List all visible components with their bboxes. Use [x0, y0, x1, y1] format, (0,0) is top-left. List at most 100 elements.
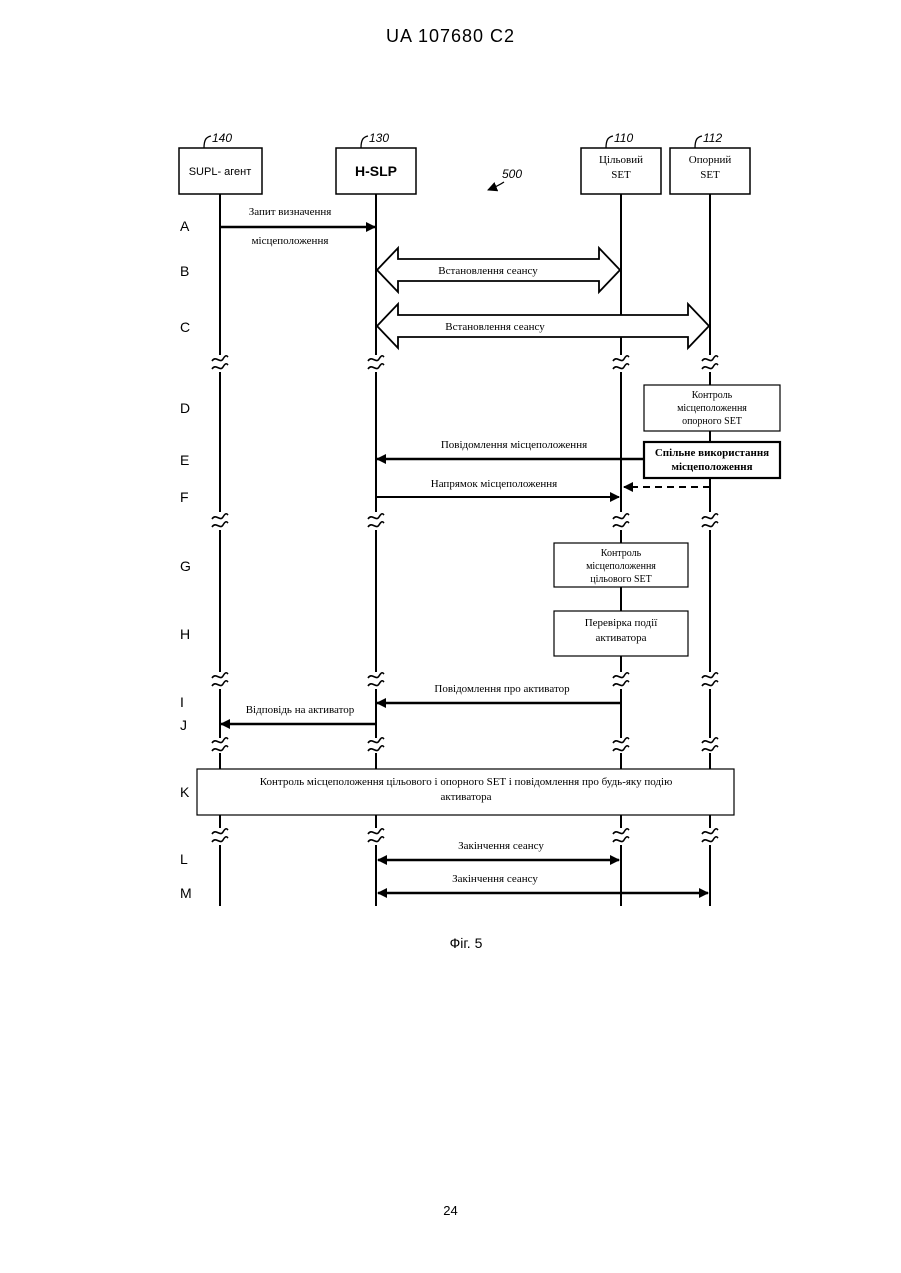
break-mark [368, 681, 384, 686]
break-mark [368, 364, 384, 369]
break-mark [212, 514, 228, 519]
message-b: Встановлення сеансу [377, 248, 620, 292]
break-mark [702, 514, 718, 519]
message-a-label-2: місцеположення [252, 235, 329, 247]
break-mark [212, 673, 228, 678]
break-mark [368, 738, 384, 743]
break-mark [212, 681, 228, 686]
box-k-line-2: активатора [441, 791, 492, 803]
entity-headers: SUPL- агент H-SLP Цільовий SET Опорний S… [179, 131, 750, 194]
row-letter-f: F [180, 489, 189, 505]
box-k: Контроль місцеположення цільового і опор… [197, 769, 734, 815]
box-h-line-2: активатора [596, 632, 647, 644]
row-letters: A B C D E F G H I J K L M [180, 218, 192, 901]
break-mark [212, 364, 228, 369]
message-a-label-1: Запит визначення [249, 206, 332, 218]
break-mark [613, 673, 629, 678]
ref-130: 130 [369, 131, 389, 145]
box-e-line-1: Спільне використання [655, 447, 769, 459]
row-letter-i: I [180, 694, 184, 710]
break-mark [368, 837, 384, 842]
figure-caption: Фіг. 5 [450, 935, 483, 951]
ref-leader-112 [695, 136, 702, 148]
box-d-line-3: опорного SET [682, 416, 742, 427]
break-mark [702, 746, 718, 751]
break-mark [702, 356, 718, 361]
row-letter-j: J [180, 717, 187, 733]
box-d: Контроль місцеположення опорного SET [644, 385, 780, 431]
break-mark [613, 522, 629, 527]
row-letter-l: L [180, 851, 188, 867]
box-g-line-2: місцеположення [586, 561, 656, 572]
break-mark [702, 522, 718, 527]
break-mark [212, 746, 228, 751]
message-j-label: Відповідь на активатор [246, 704, 355, 716]
box-d-line-1: Контроль [692, 390, 733, 401]
break-mark [368, 514, 384, 519]
box-g-line-3: цільового SET [590, 574, 651, 585]
break-mark [613, 356, 629, 361]
row-letter-m: M [180, 885, 192, 901]
break-mark [613, 681, 629, 686]
break-mark [702, 673, 718, 678]
message-e-label: Повідомлення місцеположення [441, 439, 587, 451]
box-h: Перевірка події активатора [554, 611, 688, 656]
break-mark [212, 738, 228, 743]
message-l: Закінчення сеансу [378, 840, 619, 860]
message-f: Напрямок місцеположення [376, 478, 710, 497]
figure-ref-500: 500 [502, 167, 522, 181]
message-e: Повідомлення місцеположення Спільне вико… [377, 439, 780, 478]
message-i-label: Повідомлення про активатор [434, 683, 570, 695]
break-mark [212, 522, 228, 527]
break-mark [212, 837, 228, 842]
message-j: Відповідь на активатор [221, 704, 376, 724]
message-f-label: Напрямок місцеположення [431, 478, 557, 490]
row-letter-h: H [180, 626, 190, 642]
message-c-label: Встановлення сеансу [445, 321, 545, 333]
ref-110: 110 [614, 131, 633, 145]
break-mark [613, 364, 629, 369]
break-mark [613, 746, 629, 751]
break-mark [613, 837, 629, 842]
message-l-label: Закінчення сеансу [458, 840, 544, 852]
page-number: 24 [0, 1203, 901, 1218]
break-mark [212, 829, 228, 834]
box-g-line-1: Контроль [601, 548, 642, 559]
entity-target-set-label-1: Цільовий [599, 154, 643, 166]
figure-ref-500-arrow [488, 182, 504, 190]
box-k-line-1: Контроль місцеположення цільового і опор… [260, 776, 673, 788]
break-mark [702, 364, 718, 369]
message-m-label: Закінчення сеансу [452, 873, 538, 885]
break-mark [702, 829, 718, 834]
break-mark [368, 746, 384, 751]
row-letter-b: B [180, 263, 189, 279]
break-mark [368, 522, 384, 527]
break-mark [368, 356, 384, 361]
entity-supl-agent-label: SUPL- агент [189, 166, 252, 178]
entity-reference-set-label-2: SET [700, 169, 720, 181]
break-mark [368, 673, 384, 678]
box-d-line-2: місцеположення [677, 403, 747, 414]
ref-leader-140 [204, 136, 211, 148]
break-mark [702, 681, 718, 686]
break-mark [702, 837, 718, 842]
row-letter-k: K [180, 784, 190, 800]
message-m: Закінчення сеансу [378, 873, 708, 893]
message-c: Встановлення сеансу [377, 304, 709, 348]
row-letter-a: A [180, 218, 190, 234]
break-mark [613, 738, 629, 743]
break-mark [613, 829, 629, 834]
ref-leader-130 [361, 136, 368, 148]
message-b-label: Встановлення сеансу [438, 265, 538, 277]
message-a: Запит визначення місцеположення [220, 206, 375, 247]
ref-112: 112 [703, 131, 722, 145]
entity-h-slp-label: H-SLP [355, 163, 397, 179]
box-g: Контроль місцеположення цільового SET [554, 543, 688, 587]
row-letter-e: E [180, 452, 189, 468]
break-mark [368, 829, 384, 834]
row-letter-g: G [180, 558, 191, 574]
break-mark [613, 514, 629, 519]
message-i: Повідомлення про активатор [377, 683, 621, 703]
break-mark [702, 738, 718, 743]
break-mark [212, 356, 228, 361]
